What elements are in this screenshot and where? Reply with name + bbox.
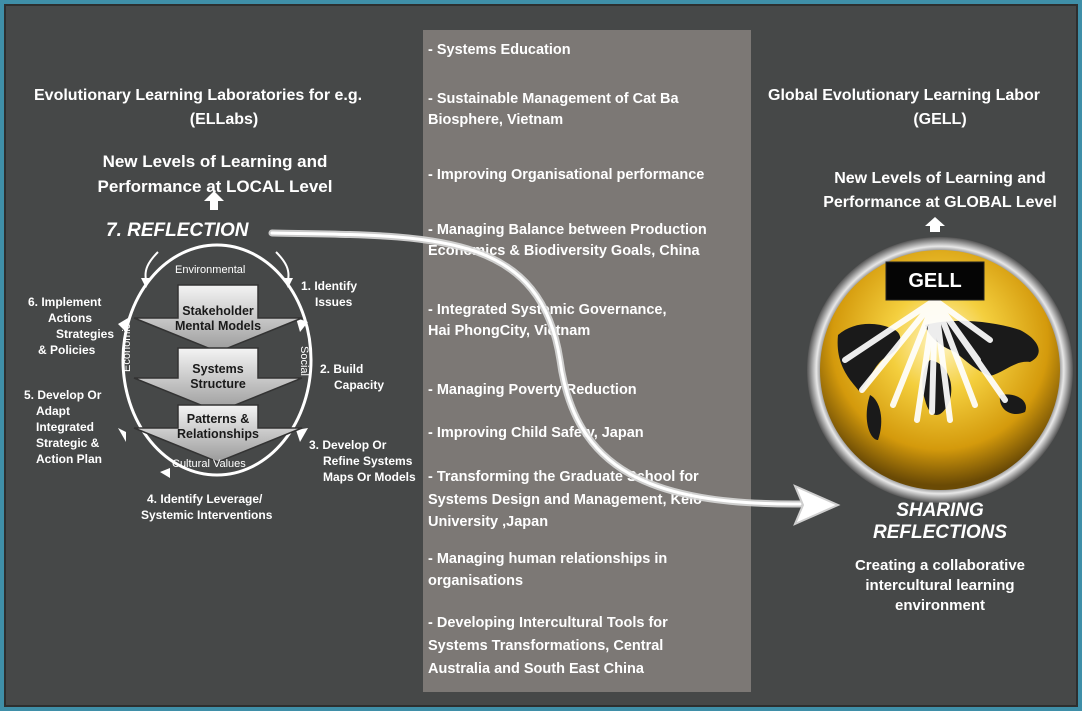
list-item: Australia and South East China bbox=[428, 661, 644, 677]
list-item: Economics & Biodiversity Goals, China bbox=[428, 243, 700, 259]
list-item: Biosphere, Vietnam bbox=[428, 112, 564, 128]
ring-label-environmental: Environmental bbox=[175, 264, 246, 276]
list-item: - Managing human relationships in bbox=[428, 551, 668, 567]
arrow-label-stakeholder: Stakeholder Mental Models bbox=[158, 304, 278, 334]
gell-badge-label: GELL bbox=[908, 270, 962, 292]
ellabs-subheading: (ELLabs) bbox=[189, 111, 259, 128]
step-line: Integrated bbox=[36, 420, 95, 434]
step-5-label: 5. Develop Or Adapt Integrated Strategic… bbox=[24, 387, 102, 467]
step-3-label: 3. Develop Or Refine Systems Maps Or Mod… bbox=[309, 437, 416, 485]
arrow-label-line: Structure bbox=[190, 377, 246, 391]
arrow-label-systems: Systems Structure bbox=[158, 362, 278, 392]
local-level-line2: Performance at LOCAL Level bbox=[97, 177, 333, 196]
step-4-label: 4. Identify Leverage/ Systemic Intervent… bbox=[141, 491, 272, 523]
gell-subheading: (GELL) bbox=[913, 111, 967, 128]
arrow-label-line: Mental Models bbox=[174, 319, 262, 333]
step-1-label: 1. Identify Issues bbox=[301, 278, 357, 310]
step-line: Action Plan bbox=[36, 452, 103, 466]
list-item: - Managing Balance between Production bbox=[428, 222, 707, 238]
stacked-down-arrows bbox=[133, 284, 303, 463]
list-item: - Sustainable Management of Cat Ba bbox=[428, 91, 679, 107]
gell-heading: Global Evolutionary Learning Labor bbox=[768, 87, 1041, 104]
gell-badge bbox=[885, 261, 985, 301]
step-line: Maps Or Models bbox=[323, 470, 416, 484]
step-line: Strategies bbox=[56, 327, 115, 341]
global-level-line1: New Levels of Learning and bbox=[834, 170, 1046, 187]
step-line: 1. Identify bbox=[301, 279, 358, 293]
global-level-line2: Performance at GLOBAL Level bbox=[823, 194, 1057, 211]
local-level-line1: New Levels of Learning and bbox=[102, 152, 328, 171]
list-item: - Improving Organisational performance bbox=[428, 167, 705, 183]
sharing-line2: REFLECTIONS bbox=[872, 522, 1008, 543]
step-line: 6. Implement bbox=[28, 295, 102, 309]
step-line: Systemic Interventions bbox=[141, 508, 273, 522]
reflection-label: 7. REFLECTION bbox=[106, 220, 249, 241]
step-line: 5. Develop Or bbox=[24, 388, 102, 402]
step-line: Actions bbox=[48, 311, 93, 325]
step-line: Refine Systems bbox=[323, 454, 413, 468]
step-line: 4. Identify Leverage/ bbox=[147, 492, 263, 506]
step-line: Strategic & bbox=[36, 436, 100, 450]
ring-label-social: Social bbox=[298, 346, 310, 376]
up-arrow-icon bbox=[925, 217, 945, 232]
up-arrow-icon bbox=[204, 191, 224, 210]
sharing-line1: SHARING bbox=[896, 500, 984, 521]
arrow-label-line: Stakeholder bbox=[182, 304, 254, 318]
project-list-panel: - Systems Education - Sustainable Manage… bbox=[423, 30, 751, 692]
arrow-label-line: Relationships bbox=[177, 427, 259, 441]
step-6-label: 6. Implement Actions Strategies & Polici… bbox=[28, 294, 114, 358]
arrow-label-patterns: Patterns & Relationships bbox=[158, 412, 278, 442]
step-line: 3. Develop Or bbox=[309, 438, 387, 452]
sharing-arrow-head bbox=[793, 484, 841, 526]
ring-label-economic: Economic bbox=[121, 323, 133, 372]
collab-line2: intercultural learning bbox=[865, 577, 1015, 594]
list-item: - Managing Poverty Reduction bbox=[428, 382, 637, 398]
list-item: University ,Japan bbox=[428, 514, 549, 530]
ellabs-heading: Evolutionary Learning Laboratories for e… bbox=[34, 87, 363, 104]
globe-icon bbox=[807, 237, 1073, 503]
step-line: Adapt bbox=[36, 404, 70, 418]
step-line: 2. Build bbox=[320, 362, 364, 376]
list-item: Systems Design and Management, Kelo bbox=[428, 492, 702, 508]
list-item: - Systems Education bbox=[428, 42, 571, 58]
ring-label-cultural: Cultural Values bbox=[172, 458, 246, 470]
cycle-ring bbox=[121, 243, 313, 477]
arrow-label-line: Systems bbox=[192, 362, 244, 376]
list-item: - Developing Intercultural Tools for bbox=[428, 615, 668, 631]
arrow-label-line: Patterns & bbox=[186, 412, 250, 426]
list-item: organisations bbox=[428, 573, 524, 589]
list-item: Systems Transformations, Central bbox=[428, 638, 664, 654]
step-line: Issues bbox=[315, 295, 353, 309]
step-line: Capacity bbox=[334, 378, 385, 392]
collab-line3: environment bbox=[894, 597, 985, 614]
collab-line1: Creating a collaborative bbox=[854, 557, 1026, 574]
step-line: & Policies bbox=[38, 343, 96, 357]
step-2-label: 2. Build Capacity bbox=[320, 361, 384, 393]
